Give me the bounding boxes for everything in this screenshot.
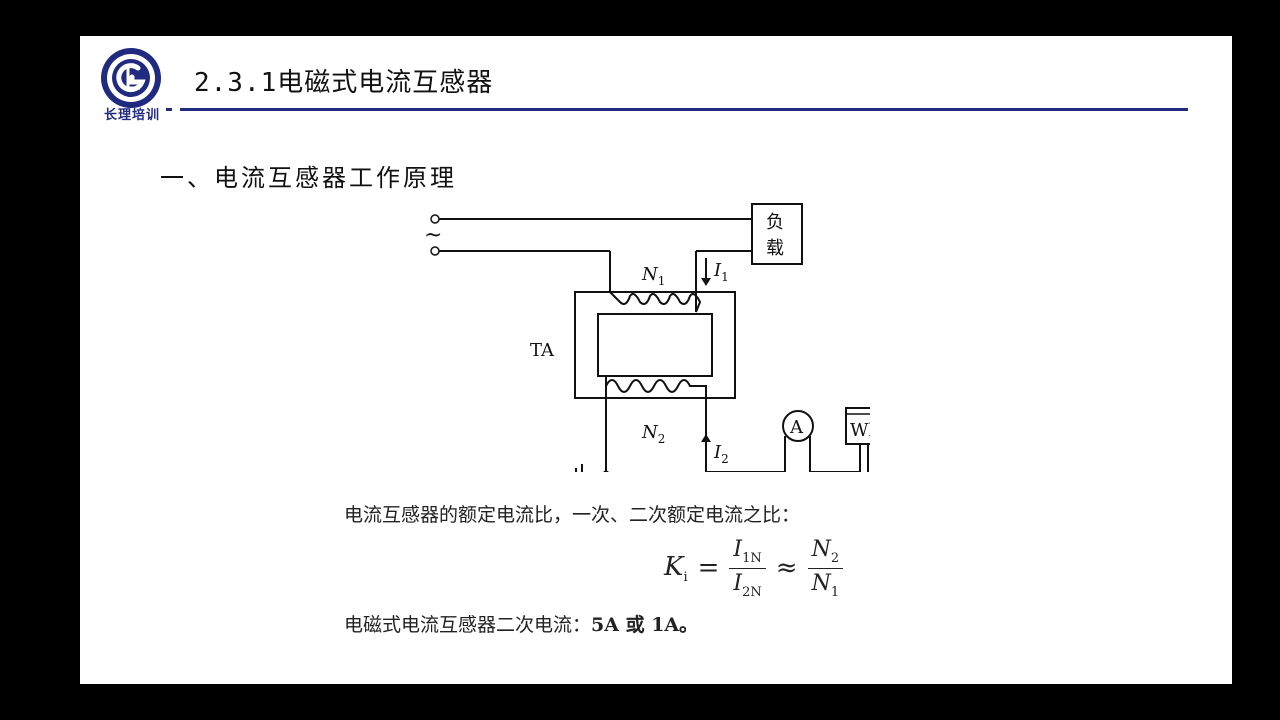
formula-k: Ki [664, 551, 688, 585]
ground-junction [603, 470, 609, 472]
ta-label: TA [530, 340, 555, 361]
section-heading: 一、电流互感器工作原理 [160, 164, 457, 192]
load-label-2: 载 [766, 238, 784, 259]
terminal-bottom [430, 246, 440, 256]
n2-label: N2 [641, 422, 665, 446]
wh-meter-label: Wh [850, 420, 870, 441]
load-box [751, 203, 803, 265]
ratio-formula: Ki = I1N I2N ≈ N2 N1 [664, 536, 844, 600]
formula-turns-fraction: N2 N1 [807, 537, 844, 600]
terminal-top [430, 214, 440, 224]
formula-approx: ≈ [775, 553, 798, 583]
secondary-current-value: 5A 或 1A。 [591, 614, 699, 636]
core-inner [597, 313, 713, 377]
ac-symbol: ~ [424, 223, 442, 248]
secondary-current-prefix: 电磁式电流互感器二次电流： [344, 614, 592, 636]
formula-current-fraction: I1N I2N [729, 537, 766, 600]
secondary-winding [605, 376, 707, 398]
i2-label: I2 [713, 442, 729, 466]
ammeter-label: A [789, 417, 804, 438]
n1-label: N1 [641, 264, 665, 288]
core-outer [574, 291, 736, 399]
logo-text: 长理培训 [103, 108, 160, 123]
page-title: 2.3.1电磁式电流互感器 [194, 68, 494, 98]
ammeter-icon [782, 410, 814, 442]
title-rule-stub [166, 108, 172, 111]
primary-winding [609, 291, 702, 313]
i1-label: I1 [713, 260, 729, 284]
formula-equals: = [697, 553, 720, 583]
load-label-1: 负 [766, 212, 784, 233]
logo-icon [101, 48, 161, 108]
title-rule [180, 108, 1188, 111]
ratio-definition-text: 电流互感器的额定电流比，一次、二次额定电流之比： [344, 504, 801, 526]
current-transformer-circuit-diagram: ~ 负 载 N1 I1 TA N2 [424, 203, 870, 472]
slide: 长理培训 2.3.1电磁式电流互感器 一、电流互感器工作原理 ~ 负 载 N1 … [80, 36, 1232, 684]
secondary-current-text: 电磁式电流互感器二次电流：5A 或 1A。 [344, 610, 698, 637]
